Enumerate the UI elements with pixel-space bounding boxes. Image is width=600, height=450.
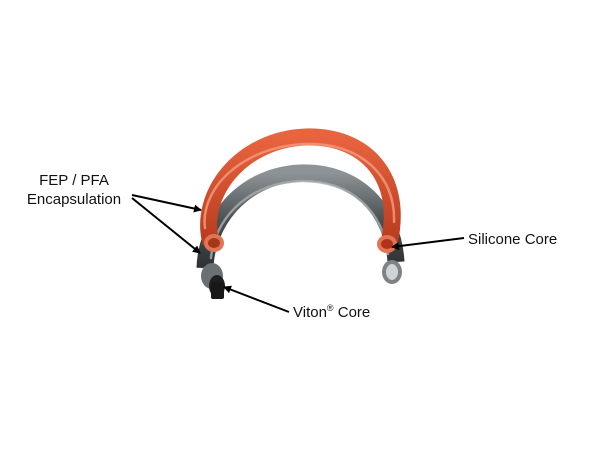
label-viton-suffix: Core: [333, 304, 371, 321]
front-tube-left-inner: [208, 238, 220, 248]
registered-mark: ®: [326, 303, 334, 313]
silicone-core-end: [381, 239, 393, 249]
arrow-fep-lower: [131, 197, 201, 254]
label-fep-line1: FEP / PFA: [39, 172, 109, 189]
arrow-viton: [223, 285, 290, 313]
arrow-fep-upper: [131, 194, 202, 213]
label-fep-pfa-encapsulation: FEP / PFA Encapsulation: [18, 171, 130, 209]
arrow-silicone: [391, 237, 465, 251]
front-tube-highlight: [203, 142, 396, 230]
rear-tube-highlight: [209, 179, 390, 260]
label-fep-line2: Encapsulation: [26, 191, 122, 208]
label-silicone-core: Silicone Core: [468, 231, 558, 248]
label-viton-main: Viton: [293, 304, 327, 321]
label-viton-core: Viton® Core: [293, 303, 370, 322]
rear-tube-right-hollow: [386, 264, 398, 280]
rear-tube-body: [196, 164, 405, 269]
rear-tube: [196, 164, 405, 299]
viton-core-tip: [211, 282, 224, 299]
callout-arrows: [131, 194, 465, 313]
